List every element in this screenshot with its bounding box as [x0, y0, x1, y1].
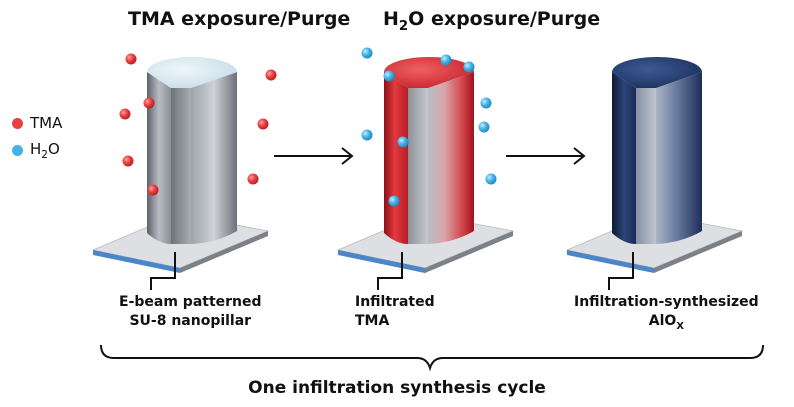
- legend-tma-label: TMA: [30, 114, 63, 132]
- caption-su8-nanopillar: E-beam patterned SU-8 nanopillar: [119, 293, 262, 331]
- legend-h2o-label: H2O: [30, 140, 60, 161]
- cycle-label: One infiltration synthesis cycle: [248, 378, 546, 398]
- h2o-molecule: [388, 195, 400, 207]
- pillar-alox: [612, 57, 702, 244]
- tma-molecule: [247, 173, 259, 185]
- h2o-molecule: [463, 61, 475, 73]
- caption-synth-line1: Infiltration-synthesized: [574, 294, 759, 310]
- tma-molecule: [257, 118, 269, 130]
- cycle-brace: [100, 344, 764, 372]
- title-h2o-prefix: H: [383, 8, 399, 30]
- h2o-molecule: [440, 54, 452, 66]
- caption-infiltrated-line1: Infiltrated: [355, 294, 435, 310]
- tma-molecules: [119, 53, 277, 196]
- leader-line-1: [150, 252, 176, 290]
- h2o-molecule: [361, 47, 373, 59]
- legend-h2o: H2O: [12, 140, 60, 161]
- h2o-molecule: [480, 97, 492, 109]
- h2o-molecule: [485, 173, 497, 185]
- leader-line-3: [608, 252, 634, 290]
- tma-molecule: [122, 155, 134, 167]
- title-tma-exposure: TMA exposure/Purge: [128, 8, 351, 30]
- tma-molecule: [143, 97, 155, 109]
- h2o-molecule: [478, 121, 490, 133]
- tma-molecule: [119, 108, 131, 120]
- tma-dot-icon: [12, 117, 23, 129]
- tma-molecule: [147, 184, 159, 196]
- caption-infiltrated-line2: TMA: [355, 313, 390, 329]
- legend-tma: TMA: [12, 114, 62, 132]
- title-h2o-suffix: O exposure/Purge: [408, 8, 601, 30]
- title-h2o-exposure: H2O exposure/Purge: [383, 8, 600, 34]
- caption-infiltration-synthesized: Infiltration-synthesized AlOX: [574, 293, 759, 336]
- caption-su8-line2: SU-8 nanopillar: [129, 313, 252, 329]
- caption-su8-line1: E-beam patterned: [119, 294, 262, 310]
- caption-synth-line2: AlOX: [648, 313, 684, 332]
- h2o-molecule: [397, 136, 409, 148]
- title-h2o-subscript: 2: [398, 18, 409, 34]
- caption-infiltrated-tma: Infiltrated TMA: [355, 293, 435, 331]
- h2o-dot-icon: [12, 145, 23, 156]
- tma-molecule: [265, 69, 277, 81]
- leader-line-2: [377, 252, 403, 290]
- h2o-molecule: [361, 129, 373, 141]
- pillar-infiltrated: [384, 57, 474, 244]
- h2o-molecules: [361, 47, 497, 207]
- tma-molecule: [125, 53, 137, 65]
- arrow-step-1: [274, 147, 354, 165]
- arrow-step-2: [506, 147, 586, 165]
- pillar-su8: [147, 57, 237, 244]
- h2o-molecule: [383, 70, 395, 82]
